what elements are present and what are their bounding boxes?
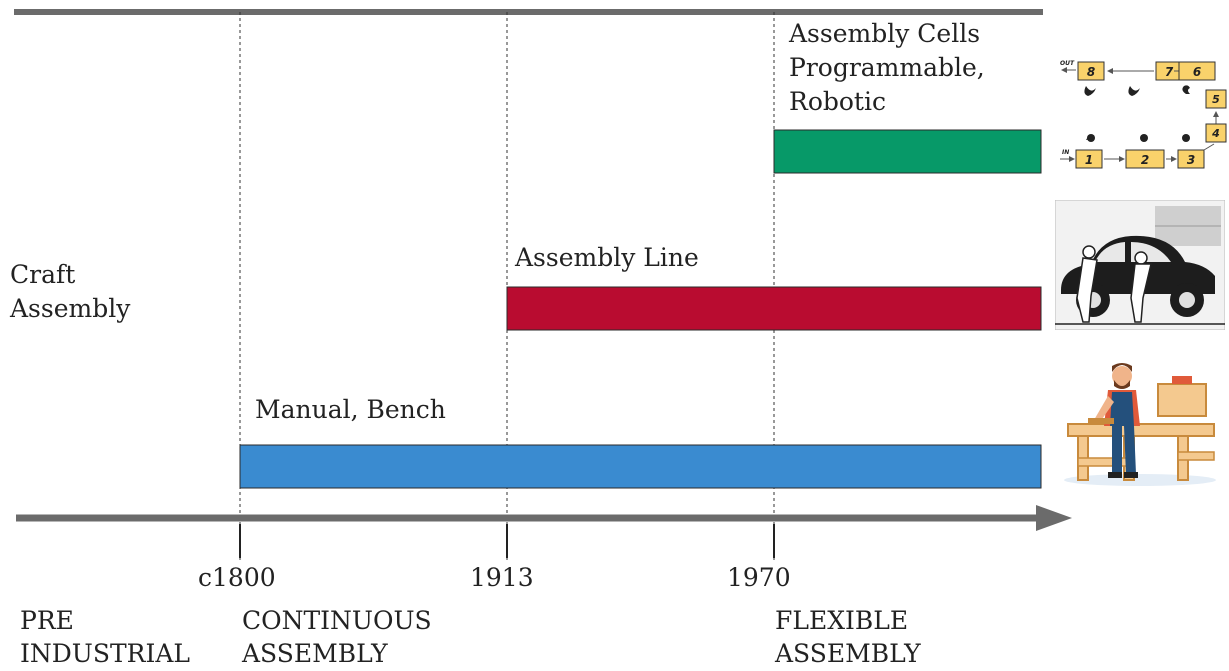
cell-in-label: IN xyxy=(1062,149,1069,156)
car-assembly-illustration xyxy=(1055,200,1225,330)
bar-assembly-cells xyxy=(773,129,1042,174)
station-5: 5 xyxy=(1212,93,1220,106)
station-8: 8 xyxy=(1087,65,1095,79)
station-2: 2 xyxy=(1141,153,1149,167)
cell-out-label: OUT xyxy=(1060,60,1075,67)
year-1970: 1970 xyxy=(727,563,791,592)
bar-assembly-line xyxy=(506,286,1042,331)
era-flexible-assembly: FLEXIBLE ASSEMBLY xyxy=(775,606,921,668)
era-continuous-assembly: CONTINUOUS ASSEMBLY xyxy=(242,606,432,668)
carpenter-workbench-illustration xyxy=(1064,363,1216,486)
year-c1800: c1800 xyxy=(198,563,276,592)
bar-manual-bench xyxy=(239,444,1042,489)
station-3: 3 xyxy=(1187,153,1195,167)
time-axis-arrowhead xyxy=(1036,505,1072,531)
station-7: 7 xyxy=(1165,65,1174,79)
robotic-assembly-cell-icon: OUT 8 7 6 5 4 IN 1 2 3 xyxy=(1060,60,1227,169)
assembly-cells-label: Assembly Cells Programmable, Robotic xyxy=(789,19,985,116)
manual-bench-label: Manual, Bench xyxy=(255,395,446,424)
era-pre-industrial: PRE INDUSTRIAL xyxy=(20,606,191,668)
year-1913: 1913 xyxy=(470,563,534,592)
craft-assembly-label: Craft Assembly xyxy=(10,260,131,323)
assembly-line-label: Assembly Line xyxy=(515,243,699,272)
station-4: 4 xyxy=(1211,127,1220,140)
station-1: 1 xyxy=(1085,153,1093,167)
station-6: 6 xyxy=(1193,65,1201,79)
